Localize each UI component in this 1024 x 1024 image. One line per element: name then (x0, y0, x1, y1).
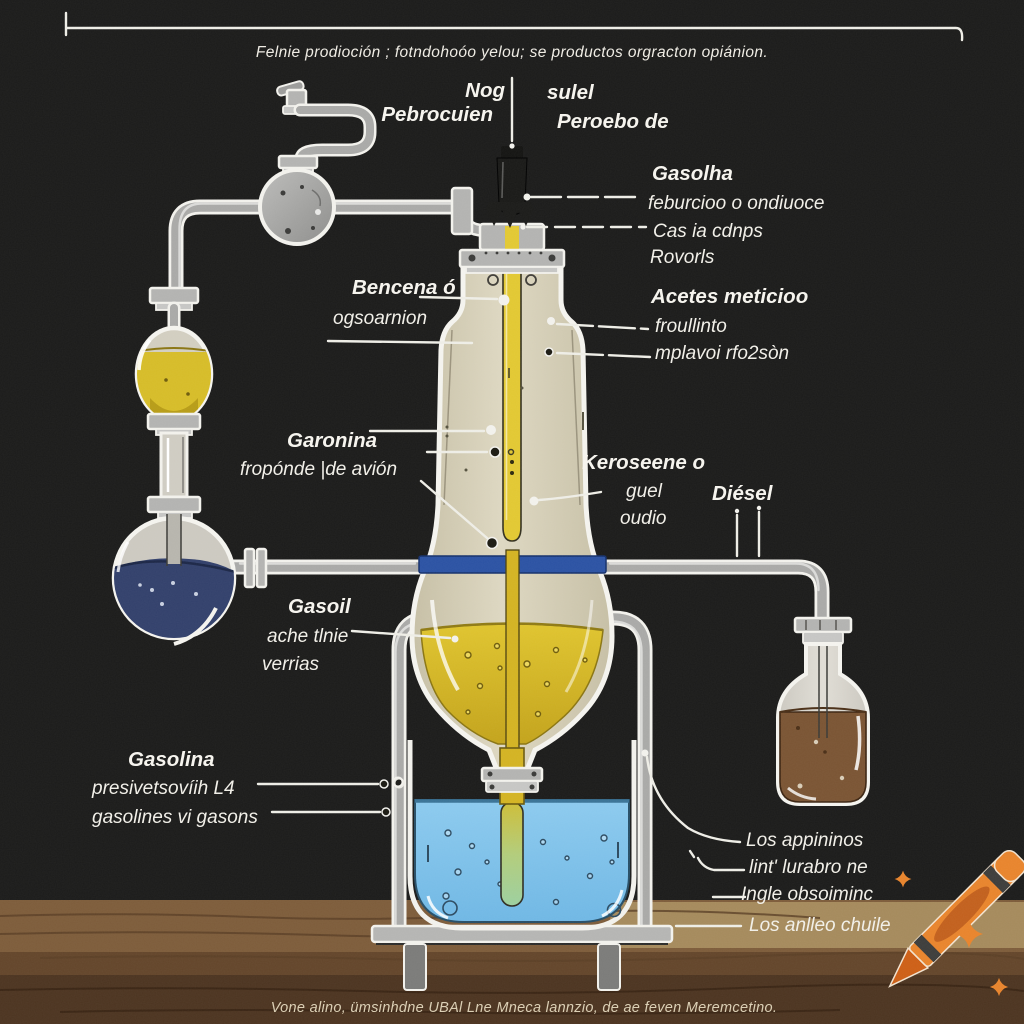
texture-overlay (0, 0, 1024, 1024)
distillation-diagram: Felnie prodioción ; fotndohoóo yelou; se… (0, 0, 1024, 1024)
diagram-canvas: Felnie prodioción ; fotndohoóo yelou; se… (0, 0, 1024, 1024)
